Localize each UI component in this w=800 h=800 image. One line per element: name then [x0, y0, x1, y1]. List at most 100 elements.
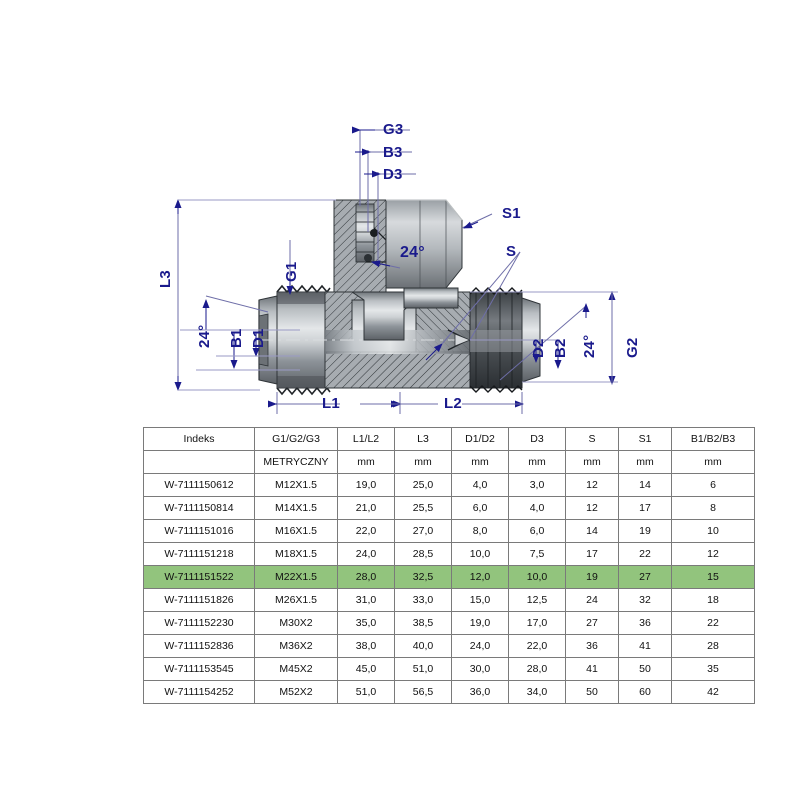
- cell-b1b2b3: 22: [671, 611, 755, 635]
- drawing-svg: [174, 126, 618, 414]
- dim-label-S: S: [506, 243, 517, 260]
- cell-s: 24: [565, 588, 619, 612]
- cell-d3: 7,5: [508, 542, 566, 566]
- dim-label-G2: G2: [624, 337, 641, 358]
- cell-d3: 28,0: [508, 657, 566, 681]
- unit-d3: mm: [508, 450, 566, 474]
- cell-indeks: W-7111152836: [143, 634, 255, 658]
- cell-b1b2b3: 18: [671, 588, 755, 612]
- dim-label-S1: S1: [502, 205, 521, 222]
- cell-s1: 27: [618, 565, 672, 589]
- cell-d1d2: 6,0: [451, 496, 509, 520]
- cell-l3: 32,5: [394, 565, 452, 589]
- cell-l3: 33,0: [394, 588, 452, 612]
- cell-d1d2: 19,0: [451, 611, 509, 635]
- cell-g1g2g3: M22X1.5: [254, 565, 338, 589]
- cell-l1l2: 35,0: [337, 611, 395, 635]
- cell-d1d2: 4,0: [451, 473, 509, 497]
- header-b1b2b3: B1/B2/B3: [671, 427, 755, 451]
- cell-b1b2b3: 6: [671, 473, 755, 497]
- cell-l1l2: 28,0: [337, 565, 395, 589]
- cell-g1g2g3: M12X1.5: [254, 473, 338, 497]
- header-row-units: METRYCZNY mm mm mm mm mm mm mm: [143, 450, 755, 474]
- cell-g1g2g3: M36X2: [254, 634, 338, 658]
- header-s: S: [565, 427, 619, 451]
- dim-label-L1: L1: [322, 395, 340, 412]
- cell-d3: 3,0: [508, 473, 566, 497]
- angle-label-right: 24°: [581, 334, 598, 358]
- cell-b1b2b3: 42: [671, 680, 755, 704]
- cell-l3: 51,0: [394, 657, 452, 681]
- cell-s1: 60: [618, 680, 672, 704]
- specification-table: Indeks G1/G2/G3 L1/L2 L3 D1/D2 D3 S S1 B…: [143, 427, 755, 704]
- cell-d1d2: 8,0: [451, 519, 509, 543]
- cell-d3: 6,0: [508, 519, 566, 543]
- cell-d3: 4,0: [508, 496, 566, 520]
- cell-s1: 36: [618, 611, 672, 635]
- dim-label-D3: D3: [383, 166, 403, 183]
- cell-l3: 27,0: [394, 519, 452, 543]
- cell-g1g2g3: M52X2: [254, 680, 338, 704]
- header-l1l2: L1/L2: [337, 427, 395, 451]
- cell-s: 50: [565, 680, 619, 704]
- cell-indeks: W-7111150814: [143, 496, 255, 520]
- cell-s: 41: [565, 657, 619, 681]
- cell-d3: 12,5: [508, 588, 566, 612]
- header-d1d2: D1/D2: [451, 427, 509, 451]
- cell-s: 27: [565, 611, 619, 635]
- cell-l1l2: 22,0: [337, 519, 395, 543]
- cell-indeks: W-7111152230: [143, 611, 255, 635]
- unit-b1b2b3: mm: [671, 450, 755, 474]
- cell-d1d2: 12,0: [451, 565, 509, 589]
- cell-indeks: W-7111151522: [143, 565, 255, 589]
- cell-b1b2b3: 10: [671, 519, 755, 543]
- cell-s1: 22: [618, 542, 672, 566]
- cell-l1l2: 38,0: [337, 634, 395, 658]
- cell-indeks: W-7111151016: [143, 519, 255, 543]
- unit-indeks: [143, 450, 255, 474]
- cell-indeks: W-7111151826: [143, 588, 255, 612]
- cell-d1d2: 10,0: [451, 542, 509, 566]
- dimension-lines: [174, 126, 618, 414]
- header-g1g2g3: G1/G2/G3: [254, 427, 338, 451]
- cell-s1: 41: [618, 634, 672, 658]
- cell-l3: 56,5: [394, 680, 452, 704]
- angle-label-left: 24°: [196, 324, 213, 348]
- cell-s: 14: [565, 519, 619, 543]
- cell-s1: 17: [618, 496, 672, 520]
- dim-label-D2: D2: [530, 338, 547, 358]
- dim-label-L2: L2: [444, 395, 462, 412]
- dim-label-B3: B3: [383, 144, 403, 161]
- cell-l3: 38,5: [394, 611, 452, 635]
- cell-b1b2b3: 28: [671, 634, 755, 658]
- cell-s1: 50: [618, 657, 672, 681]
- cell-b1b2b3: 12: [671, 542, 755, 566]
- unit-metryczny: METRYCZNY: [254, 450, 338, 474]
- cell-g1g2g3: M16X1.5: [254, 519, 338, 543]
- cell-indeks: W-7111151218: [143, 542, 255, 566]
- dim-label-D1: D1: [250, 328, 267, 348]
- cell-g1g2g3: M30X2: [254, 611, 338, 635]
- header-row-names: Indeks G1/G2/G3 L1/L2 L3 D1/D2 D3 S S1 B…: [143, 427, 755, 451]
- dim-label-G3: G3: [383, 121, 404, 138]
- cell-d3: 17,0: [508, 611, 566, 635]
- top-female-port: [333, 199, 387, 293]
- cell-s1: 19: [618, 519, 672, 543]
- cell-g1g2g3: M26X1.5: [254, 588, 338, 612]
- dim-label-L3: L3: [157, 270, 174, 288]
- cell-s: 12: [565, 496, 619, 520]
- angle-label-center: 24°: [400, 244, 425, 261]
- cell-indeks: W-7111150612: [143, 473, 255, 497]
